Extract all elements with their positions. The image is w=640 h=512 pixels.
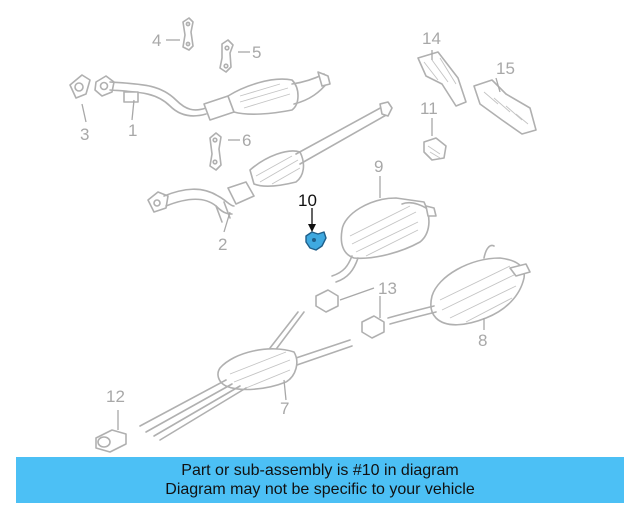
callout-9: 9 — [374, 157, 383, 176]
leader-lines — [81, 39, 501, 430]
part-6-hanger — [209, 132, 222, 171]
part-3-gasket — [69, 74, 91, 99]
callout-4: 4 — [152, 31, 161, 50]
part-15-heat-shield — [473, 79, 537, 135]
callout-7: 7 — [280, 399, 289, 418]
part-13-clamps — [315, 289, 385, 339]
callout-13: 13 — [378, 279, 397, 298]
callout-labels: 4 5 3 1 6 2 14 15 11 9 10 13 8 7 12 — [80, 29, 515, 418]
part-14-heat-shield — [417, 51, 467, 107]
part-7-center-pipe — [139, 311, 353, 441]
part-10-highlighted[interactable] — [305, 231, 327, 251]
part-5-hanger — [219, 39, 234, 73]
callout-14: 14 — [422, 29, 441, 48]
callout-11: 11 — [420, 99, 438, 118]
callout-12: 12 — [106, 387, 125, 406]
callout-1: 1 — [128, 121, 137, 140]
info-banner: Part or sub-assembly is #10 in diagram D… — [16, 457, 624, 503]
part-8-rear-muffler — [387, 244, 531, 326]
callout-10[interactable]: 10 — [298, 191, 317, 210]
part-2-pipe-assembly — [147, 101, 393, 223]
callout-8: 8 — [478, 331, 487, 350]
part-9-muffler — [331, 197, 437, 283]
banner-line-2: Diagram may not be specific to your vehi… — [165, 481, 475, 498]
part-12-clamp — [95, 429, 127, 453]
part-4-bracket — [182, 17, 194, 51]
callout-6: 6 — [242, 131, 251, 150]
banner-line-1: Part or sub-assembly is #10 in diagram — [181, 462, 459, 479]
callout-5: 5 — [252, 43, 261, 62]
exhaust-system-diagram: 4 5 3 1 6 2 14 15 11 9 10 13 8 7 12 — [69, 17, 537, 453]
part-1-front-pipe — [94, 71, 331, 121]
callout-15: 15 — [496, 59, 515, 78]
callout-3: 3 — [80, 125, 89, 144]
part-11-bracket — [423, 137, 447, 161]
callout-2: 2 — [218, 235, 227, 254]
